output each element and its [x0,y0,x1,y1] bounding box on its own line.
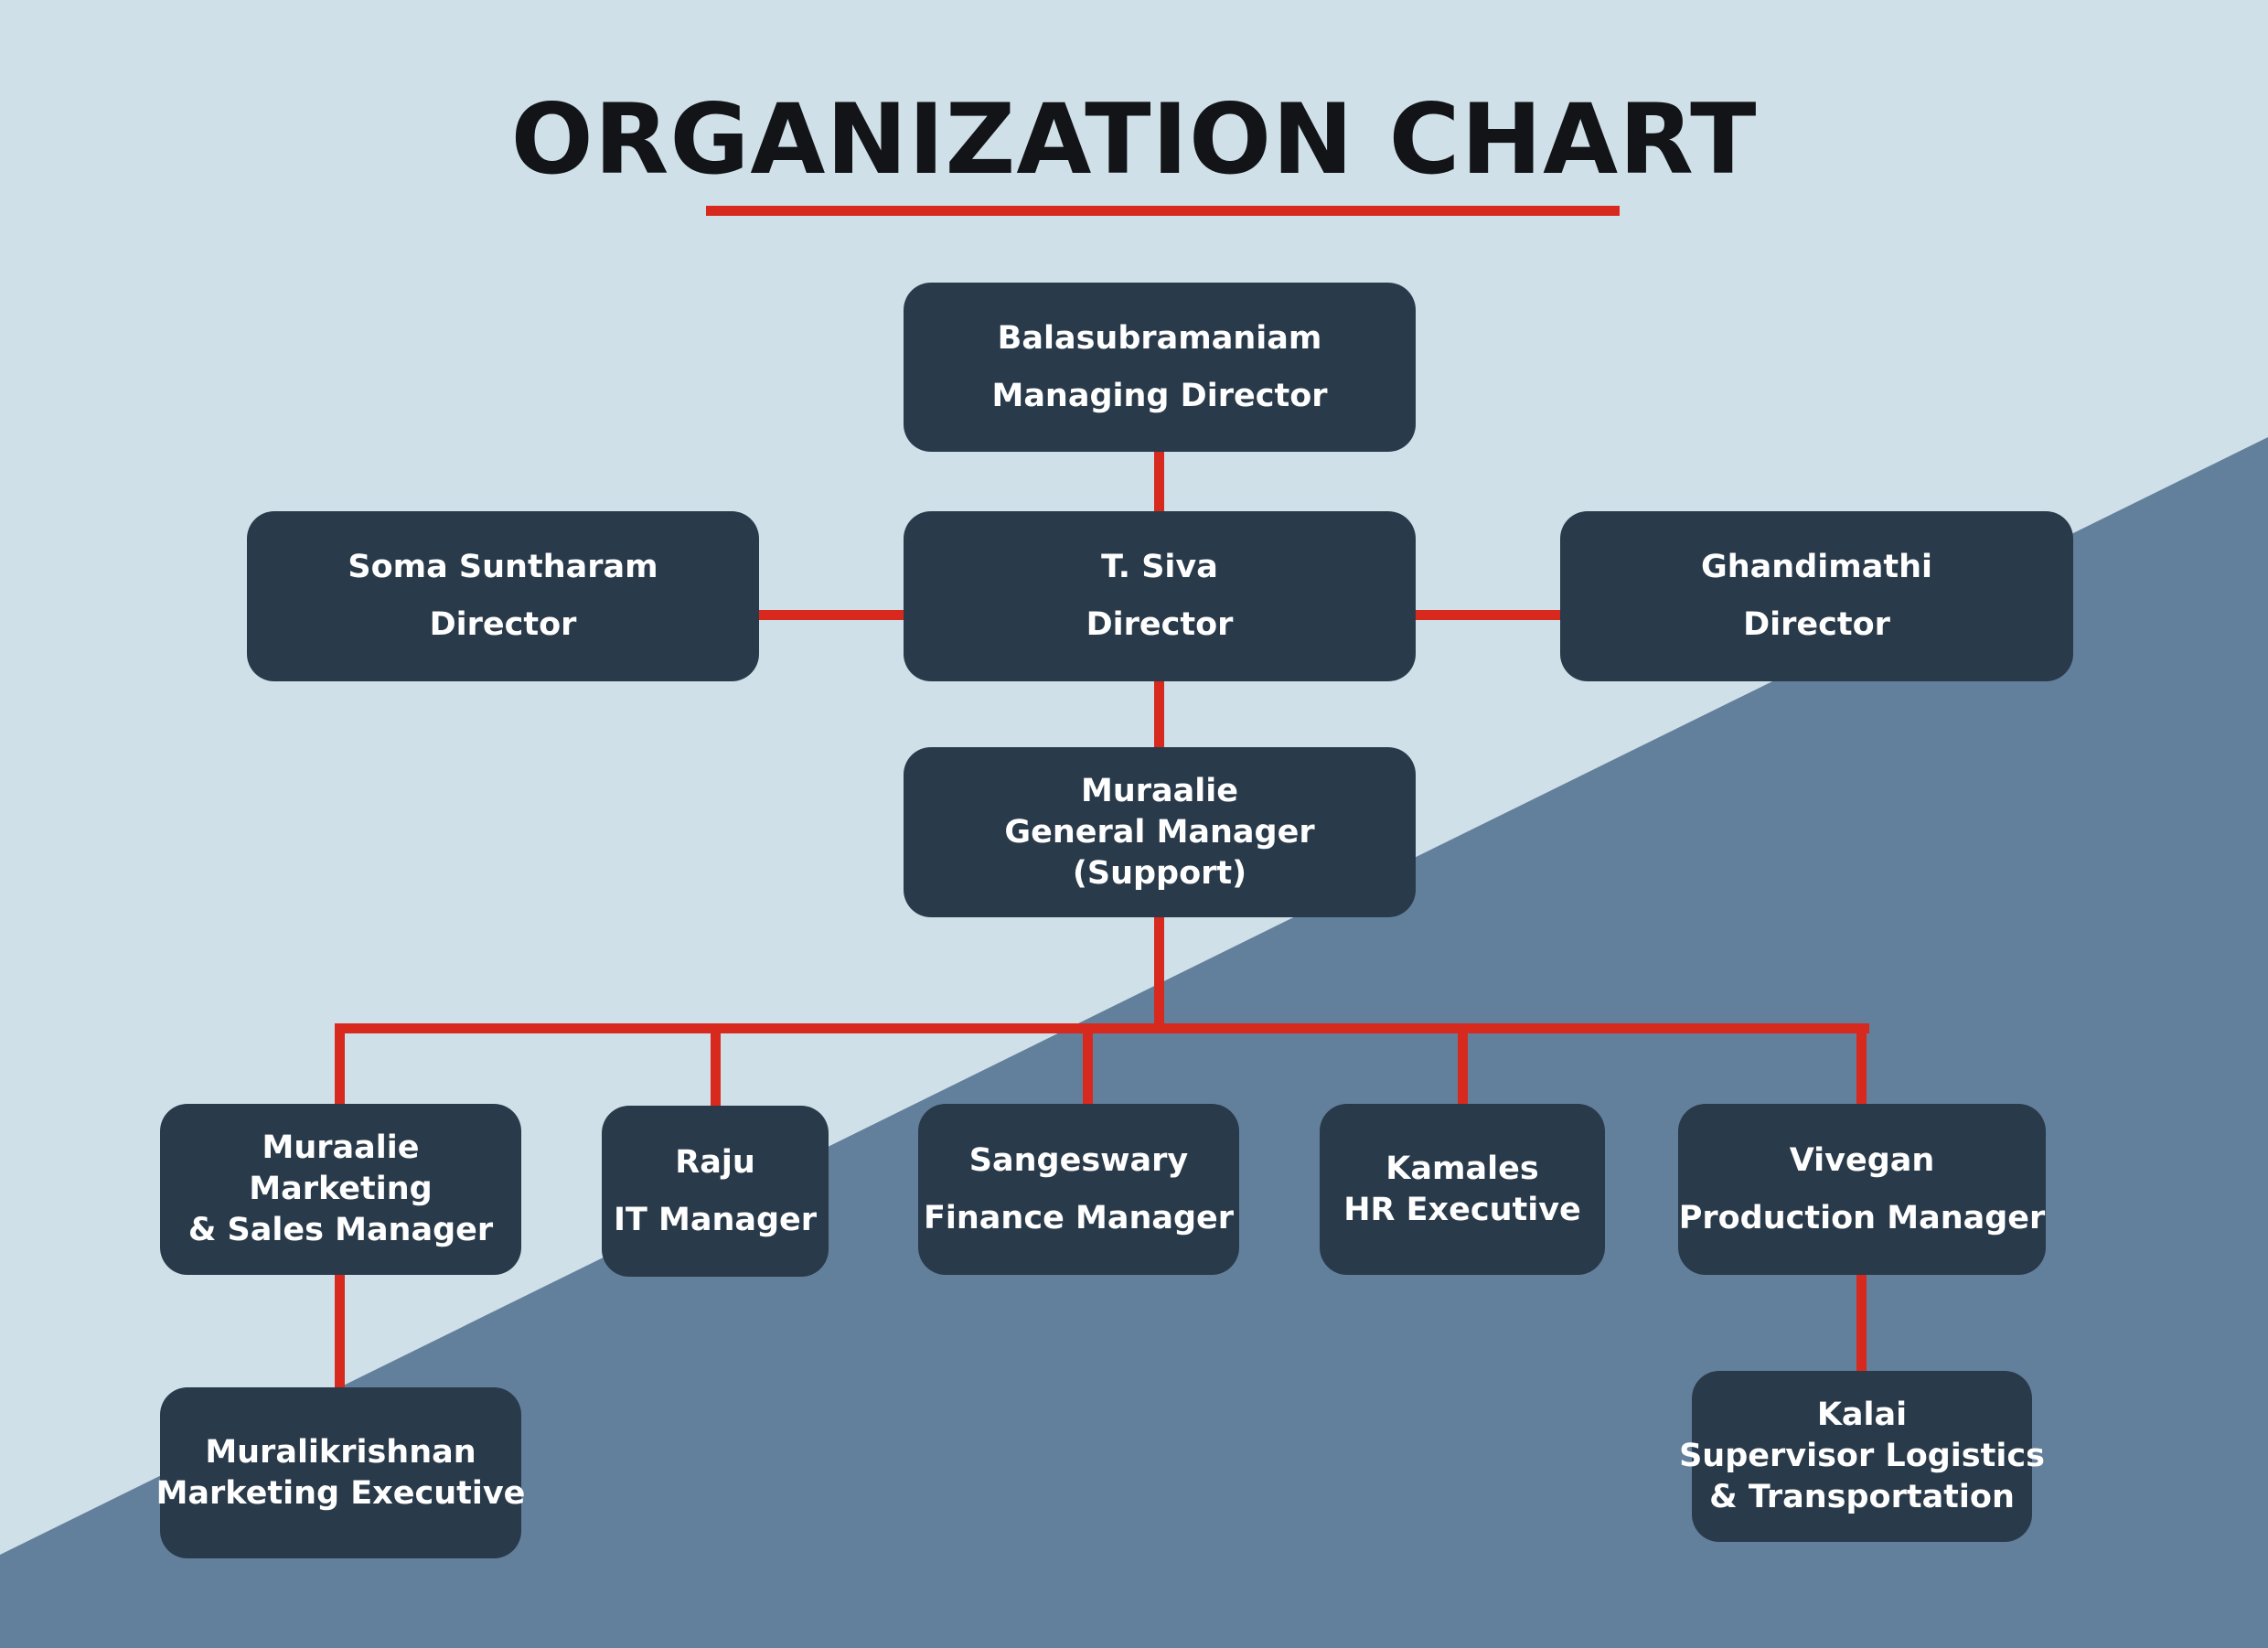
node-production-manager: Vivegan Production Manager [1678,1104,2046,1275]
node-role: Director [1743,606,1890,643]
connector-branch-it [711,1023,721,1107]
node-role: Marketing [249,1171,433,1207]
node-name: Ghandimathi [1701,549,1932,585]
title-underline [706,206,1620,216]
node-role: Production Manager [1678,1199,2046,1236]
node-name: Muraalie [262,1129,420,1166]
node-marketing-executive: Muralikrishnan Marketing Executive [156,1387,525,1558]
node-name: Kalai [1816,1397,1908,1433]
background-dark-area [0,437,2268,1648]
node-name: Balasubramaniam [997,319,1322,357]
connector-md-to-siva [1154,448,1164,514]
node-role-detail: (Support) [1072,854,1247,892]
node-role: IT Manager [613,1201,818,1238]
node-hr-executive: Kamales HR Executive [1320,1104,1605,1275]
node-role-detail: & Transportation [1709,1479,2015,1515]
connector-branch-hr [1458,1023,1468,1107]
connector-soma-to-siva [757,610,906,620]
connector-production-to-logistics [1856,1271,1867,1374]
node-name: Soma Suntharam [348,549,658,585]
connector-siva-to-gm [1154,680,1164,750]
connector-marketing-to-executive [335,1271,345,1390]
node-role: Managing Director [991,377,1328,414]
node-role: Director [1086,606,1234,643]
node-role: Marketing Executive [155,1474,526,1512]
node-name: Muralikrishnan [205,1433,476,1471]
chart-title: ORGANIZATION CHART [510,83,1758,196]
node-name: Vivegan [1789,1141,1935,1179]
node-role: Supervisor Logistics [1679,1438,2045,1474]
node-role: General Manager [1004,813,1315,851]
node-role: Finance Manager [923,1199,1235,1236]
node-role: HR Executive [1343,1191,1581,1228]
node-finance-manager: Sangeswary Finance Manager [918,1104,1239,1275]
connector-gm-down [1154,915,1164,1031]
node-general-manager: Muraalie General Manager (Support) [904,747,1416,917]
node-name: Muraalie [1081,772,1238,809]
node-name: Kamales [1385,1150,1539,1187]
node-marketing-sales-manager: Muraalie Marketing & Sales Manager [160,1104,521,1275]
connector-branch-bar [335,1023,1869,1033]
node-logistics-supervisor: Kalai Supervisor Logistics & Transportat… [1679,1371,2045,1542]
node-director-t-siva: T. Siva Director [904,511,1416,681]
node-role: Director [429,606,577,643]
node-director-ghandimathi: Ghandimathi Director [1560,511,2073,681]
connector-branch-marketing [335,1023,345,1107]
node-it-manager: Raju IT Manager [602,1106,829,1277]
node-name: Raju [675,1143,755,1181]
connector-siva-to-ghandimathi [1413,610,1562,620]
node-name: Sangeswary [968,1141,1189,1179]
node-name: T. Siva [1101,549,1218,585]
connector-branch-finance [1083,1023,1093,1107]
connector-branch-production [1856,1023,1867,1107]
node-director-soma-suntharam: Soma Suntharam Director [247,511,759,681]
node-role-detail: & Sales Manager [187,1212,494,1248]
node-managing-director: Balasubramaniam Managing Director [904,283,1416,452]
